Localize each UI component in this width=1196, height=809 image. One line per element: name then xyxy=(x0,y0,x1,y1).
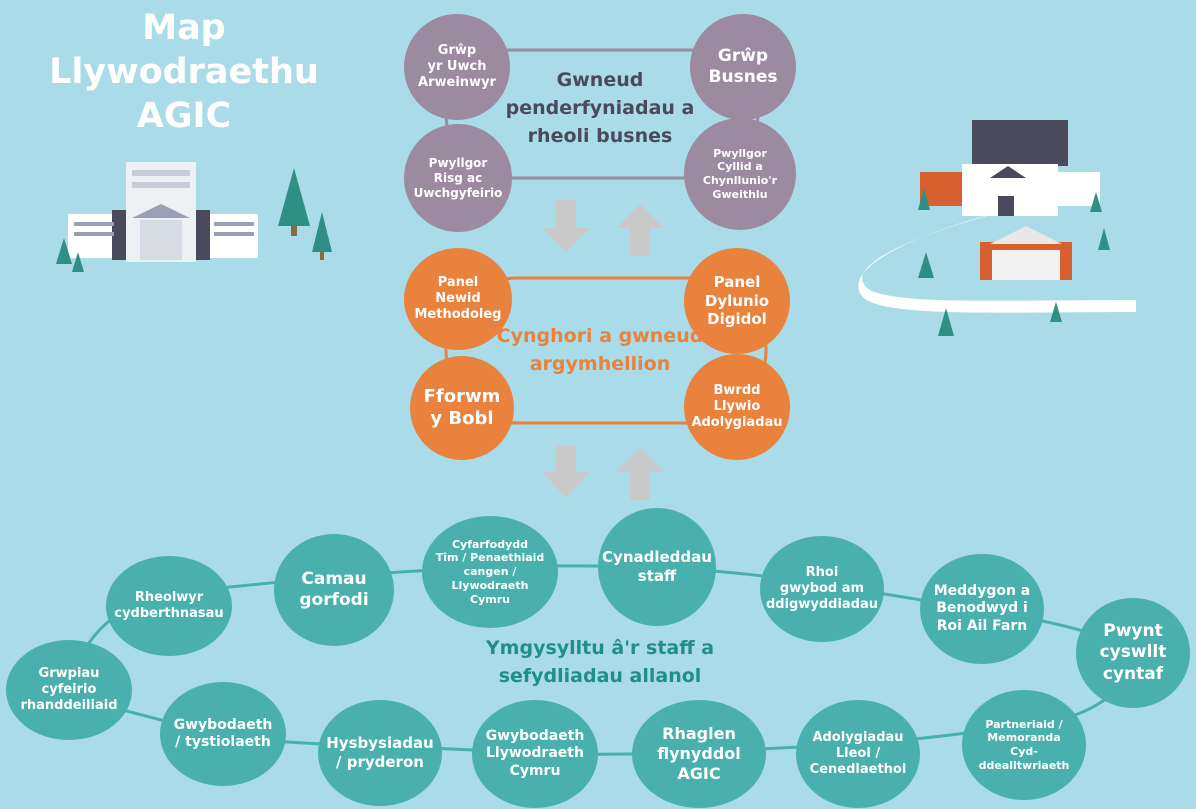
office-building-icon xyxy=(68,162,258,262)
up-arrow-icon xyxy=(616,448,664,500)
risk-escalation-committee-node: Pwyllgor Risg ac Uwchgyfeirio xyxy=(404,124,512,232)
up-arrow-icon xyxy=(616,204,664,256)
node-label: Camau gorfodi xyxy=(299,568,369,610)
top-group-label: Gwneud penderfyniadau a rheoli busnes xyxy=(505,69,695,147)
staff-conferences-node: Cynadleddau staff xyxy=(598,508,716,626)
node-label: Pwyllgor Risg ac Uwchgyfeirio xyxy=(413,155,503,200)
business-group-node: Grŵp Busnes xyxy=(690,14,796,120)
middle-group-ring xyxy=(444,276,768,425)
first-point-of-contact-node: Pwynt cyswllt cyntaf xyxy=(1076,598,1190,708)
second-opinion-doctors-node: Meddygon a Benodwyd i Roi Ail Farn xyxy=(920,554,1044,664)
senior-leadership-group-node: Grŵp yr Uwch Arweinwyr xyxy=(404,14,510,120)
local-national-reviews-node: Adolygiadau Lleol / Cenedlaethol xyxy=(796,700,920,808)
map-title-line1: Map Llywodraethu xyxy=(49,8,319,92)
finance-workforce-committee-node: Pwyllgor Cyllid a Chynllunio'r Gweithlu xyxy=(684,118,796,230)
enforcement-action-node: Camau gorfodi xyxy=(274,534,394,646)
annual-programme-node: Rhaglen flynyddol AGIC xyxy=(632,700,766,808)
bottom-group-label: Ymgysylltu â'r staff a sefydliadau allan… xyxy=(485,637,715,687)
node-label: Hysbysiadau / pryderon xyxy=(326,734,434,771)
team-meetings-node: Cyfarfodydd Tîm / Penaethiaid cangen / L… xyxy=(422,516,558,628)
middle-group-label: Cynghori a gwneud argymhellion xyxy=(496,325,704,375)
node-label: Rheolwyr cydberthnasau xyxy=(114,589,224,621)
node-label: Panel Newid Methodoleg xyxy=(414,274,502,323)
node-label: Gwybodaeth / tystiolaeth xyxy=(173,716,273,751)
node-label: Grŵp Busnes xyxy=(708,45,778,87)
node-label: Rhoi gwybod am ddigwyddiadau xyxy=(765,564,879,613)
welsh-government-information-node: Gwybodaeth Llywodraeth Cymru xyxy=(472,700,598,808)
node-label: Bwrdd Llywio Adolygiadau xyxy=(691,382,783,431)
node-label: Meddygon a Benodwyd i Roi Ail Farn xyxy=(933,582,1031,634)
map-title-line2: AGIC xyxy=(136,96,232,136)
stakeholder-reference-groups-node: Grwpiau cyfeirio rhanddeiliaid xyxy=(6,640,132,740)
down-arrow-icon xyxy=(542,200,590,252)
notifications-concerns-node: Hysbysiadau / pryderon xyxy=(318,700,442,806)
down-arrow-icon xyxy=(542,446,590,498)
relationship-managers-node: Rheolwyr cydberthnasau xyxy=(106,556,232,656)
node-label: Grŵp yr Uwch Arweinwyr xyxy=(418,42,496,91)
node-label: Grwpiau cyfeirio rhanddeiliaid xyxy=(20,665,118,714)
node-label: Fforwm y Bobl xyxy=(423,385,501,430)
node-label: Partneriaid / Memoranda Cyd- ddealltwria… xyxy=(978,717,1070,772)
node-label: Cynadleddau staff xyxy=(602,548,712,585)
node-label: Cyfarfodydd Tîm / Penaethiaid cangen / L… xyxy=(435,537,545,606)
node-label: Rhaglen flynyddol AGIC xyxy=(657,724,741,783)
people-forum-node: Fforwm y Bobl xyxy=(410,356,514,460)
incident-reporting-node: Rhoi gwybod am ddigwyddiadau xyxy=(760,536,884,642)
node-label: Adolygiadau Lleol / Cenedlaethol xyxy=(809,729,907,778)
information-evidence-node: Gwybodaeth / tystiolaeth xyxy=(160,682,286,786)
node-label: Pwynt cyswllt cyntaf xyxy=(1099,621,1167,684)
node-label: Panel Dylunio Digidol xyxy=(704,272,770,329)
tree-icon xyxy=(56,238,84,272)
partners-memoranda-node: Partneriaid / Memoranda Cyd- ddealltwria… xyxy=(962,690,1086,800)
node-label: Gwybodaeth Llywodraeth Cymru xyxy=(485,727,585,779)
reviews-steering-board-node: Bwrdd Llywio Adolygiadau xyxy=(684,354,790,460)
hospital-campus-icon xyxy=(858,120,1136,336)
methodology-change-panel-node: Panel Newid Methodoleg xyxy=(404,248,512,350)
digital-design-panel-node: Panel Dylunio Digidol xyxy=(684,248,790,354)
map-title: Map Llywodraethu AGIC xyxy=(14,6,354,138)
node-label: Pwyllgor Cyllid a Chynllunio'r Gweithlu xyxy=(702,146,778,201)
tree-icon xyxy=(312,212,332,260)
tree-icon xyxy=(278,168,310,236)
